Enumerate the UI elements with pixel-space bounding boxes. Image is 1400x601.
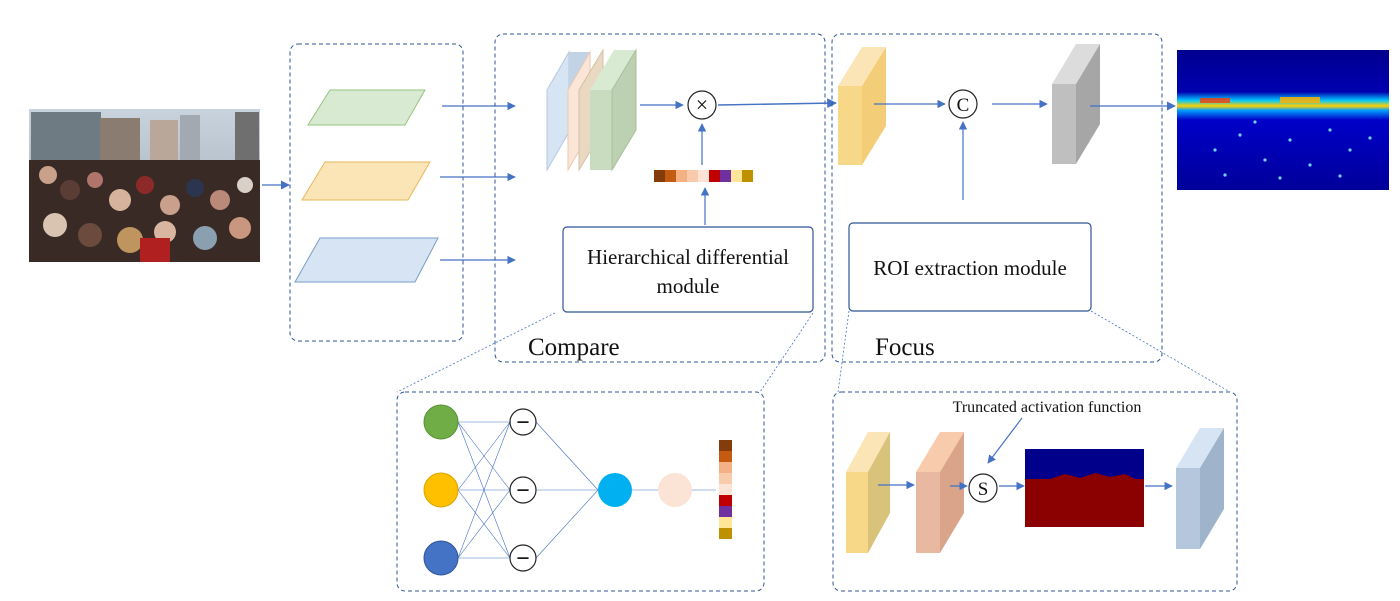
input-node-blue — [423, 540, 459, 576]
subtract-node-2: − — [509, 476, 537, 504]
subtract-node-3: − — [509, 544, 537, 572]
roi-binary-mask — [1025, 449, 1144, 527]
weight-column — [719, 440, 732, 539]
roi-extraction-module — [848, 222, 1092, 312]
weight-cell — [698, 170, 709, 182]
subtract-symbol-1: − — [516, 410, 530, 436]
compare-box — [494, 33, 826, 363]
roi-label: ROI extraction module — [873, 256, 1067, 280]
roi-detail-box — [832, 391, 1238, 592]
weight-cell — [719, 451, 732, 462]
hdm-label-line1: Hierarchical differential — [587, 245, 789, 269]
subtract-symbol-3: − — [516, 546, 530, 572]
activation-node — [658, 473, 692, 507]
hdm-label-line2: module — [657, 274, 720, 298]
input-node-yellow — [423, 472, 459, 508]
weight-cell — [676, 170, 687, 182]
focus-input-feature — [838, 47, 886, 165]
weight-cell — [719, 462, 732, 473]
weight-cell — [719, 484, 732, 495]
concat-operator — [948, 89, 978, 119]
hdm-detail-box — [396, 391, 765, 592]
focus-box — [831, 33, 1163, 363]
focus-output-feature — [1052, 44, 1100, 164]
compare-label: Compare — [528, 334, 620, 361]
concat-symbol: C — [957, 95, 970, 116]
weight-cell — [720, 170, 731, 182]
subtract-node-1: − — [509, 408, 537, 436]
truncated-label: Truncated activation function — [953, 399, 1142, 416]
feature-plane-blue — [294, 237, 439, 283]
multiply-operator — [687, 90, 717, 120]
feature-plane-green — [307, 89, 426, 126]
weight-cell — [665, 170, 676, 182]
hierarchical-differential-module — [562, 226, 814, 313]
input-crowd-image — [29, 109, 260, 262]
weight-cell — [719, 528, 732, 539]
feature-extraction-box — [289, 43, 464, 342]
sigmoid-operator — [968, 473, 998, 503]
roi-output-feature — [1176, 428, 1224, 549]
hdm-connections — [457, 421, 716, 559]
roi-conv-feature — [916, 432, 964, 553]
weight-cell — [709, 170, 720, 182]
focus-label: Focus — [875, 334, 935, 361]
input-node-green — [423, 404, 459, 440]
subtract-symbol-2: − — [516, 478, 530, 504]
weight-cell — [719, 440, 732, 451]
roi-input-feature — [846, 432, 890, 553]
weight-cell — [719, 473, 732, 484]
multiply-symbol: × — [696, 92, 708, 117]
stacked-feature-maps — [546, 48, 637, 172]
aggregate-node — [598, 473, 632, 507]
weight-cell — [731, 170, 742, 182]
weight-cell — [719, 506, 732, 517]
weight-cell — [654, 170, 665, 182]
output-density-map — [1177, 50, 1389, 190]
feature-plane-yellow — [301, 161, 431, 201]
weight-cell — [687, 170, 698, 182]
sigmoid-symbol: S — [978, 479, 989, 500]
weight-vector — [654, 170, 753, 182]
weight-cell — [719, 517, 732, 528]
weight-cell — [719, 495, 732, 506]
weight-cell — [742, 170, 753, 182]
